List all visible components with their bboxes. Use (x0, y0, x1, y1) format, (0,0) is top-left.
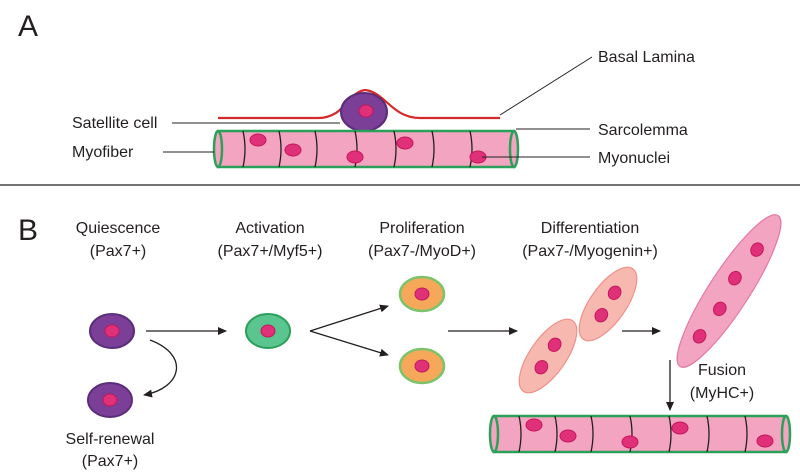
myofiber-a (212, 129, 520, 169)
stage-differentiation-name: Differentiation (541, 220, 639, 237)
myonuclei-a (249, 133, 487, 164)
myotube (676, 214, 782, 368)
stage-proliferation-name: Proliferation (379, 220, 464, 237)
stage-activation-name: Activation (235, 220, 304, 237)
fusion-name: Fusion (698, 362, 746, 379)
proliferating-cell-top (398, 275, 446, 313)
myofiber-b (488, 414, 792, 454)
arrow-activation-to-proliferation-top (309, 304, 389, 332)
sarcolemma-label: Sarcolemma (598, 122, 688, 139)
myocyte-right (578, 266, 638, 342)
arrow-activation-to-proliferation-bottom (309, 330, 389, 357)
self-renewal-name: Self-renewal (66, 431, 155, 448)
satellite-cell (340, 92, 388, 132)
stage-quiescence-marker: (Pax7+) (90, 243, 146, 260)
basal-lamina-label: Basal Lamina (598, 49, 695, 66)
stage-proliferation-marker: (Pax7-/MyoD+) (368, 243, 476, 260)
activated-cell (245, 313, 291, 349)
basal-lamina-leader (499, 56, 593, 116)
arrow-self-renewal (143, 339, 178, 398)
self-renewed-cell (87, 382, 133, 418)
myonuclei-label: Myonuclei (598, 150, 670, 167)
stage-differentiation-marker: (Pax7-/Myogenin+) (522, 243, 658, 260)
myonuclei-b (525, 418, 774, 449)
fusion-marker: (MyHC+) (690, 385, 754, 402)
self-renewal-marker: (Pax7+) (82, 453, 138, 470)
myocyte-left (518, 318, 578, 394)
panel-b-letter: B (18, 214, 38, 247)
stage-activation-marker: (Pax7+/Myf5+) (218, 243, 323, 260)
proliferating-cell-bottom (398, 347, 446, 385)
stage-quiescence-name: Quiescence (76, 220, 161, 237)
quiescent-cell (89, 313, 135, 349)
satellite-cell-label: Satellite cell (72, 115, 157, 132)
panel-a-letter: A (18, 10, 38, 43)
basal-lamina-line (218, 88, 500, 120)
myofiber-label: Myofiber (72, 144, 134, 161)
